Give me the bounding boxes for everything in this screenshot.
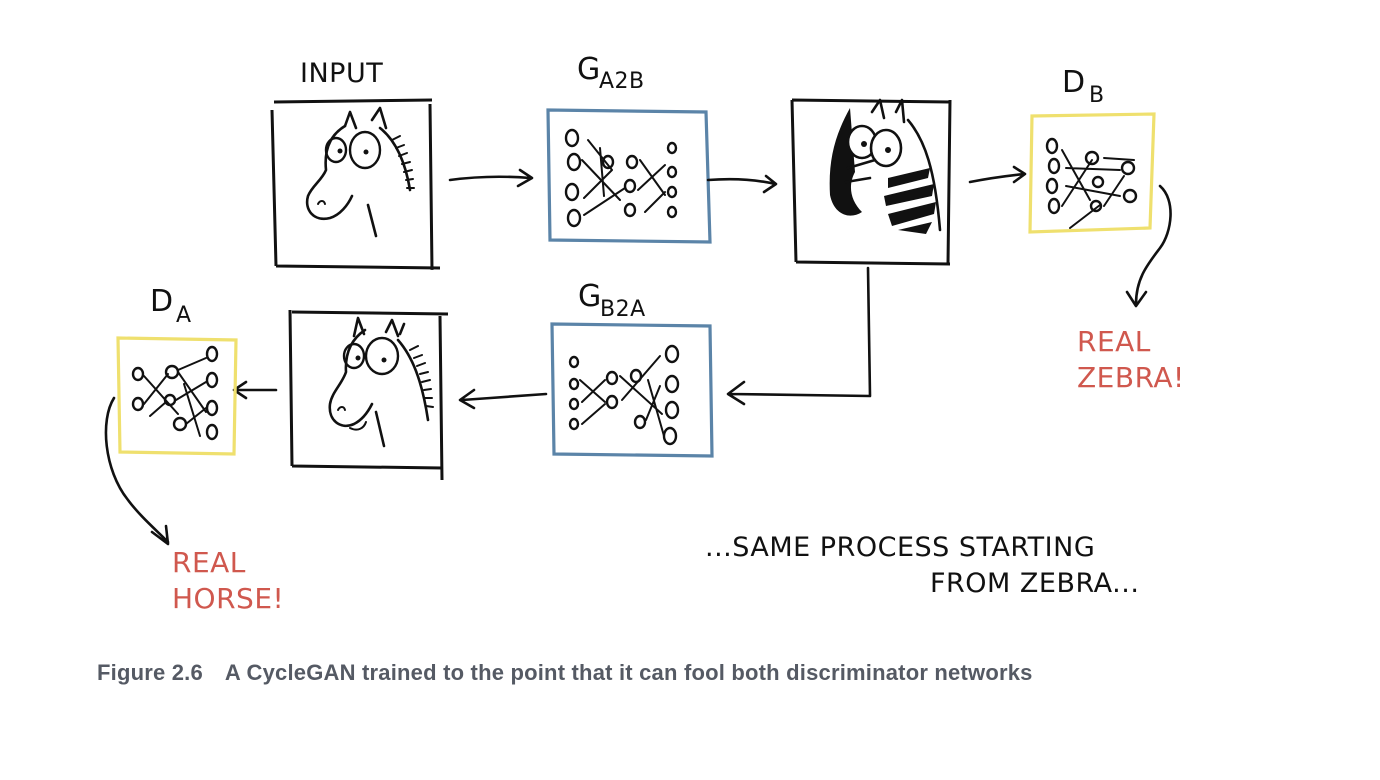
neural-network-icon [1045,137,1138,229]
svg-text:G: G [577,52,601,87]
svg-text:A2B: A2B [599,69,645,94]
svg-text:REAL: REAL [172,546,246,579]
svg-text:B: B [1089,83,1105,108]
arrow-zebra-to-db [968,165,1027,184]
svg-text:HORSE!: HORSE! [172,582,284,615]
real-zebra-verdict: REAL ZEBRA! [1077,325,1185,394]
discriminator-b-box [1028,112,1156,234]
arrow-db-to-verdict [1125,184,1172,308]
svg-text:B2A: B2A [600,297,646,322]
ga2b-label: G A2B [577,52,645,94]
generator-b2a-box [550,322,714,458]
db-label: D B [1062,65,1105,108]
svg-text:D: D [150,284,174,319]
svg-text:G: G [578,279,602,314]
svg-text:D: D [1062,65,1086,100]
neural-network-icon [568,344,680,446]
neural-network-icon [564,128,678,228]
real-horse-verdict: REAL HORSE! [172,546,284,615]
svg-text:REAL: REAL [1077,325,1151,358]
generated-image-box [790,98,952,266]
svg-text:FROM ZEBRA...: FROM ZEBRA... [930,568,1139,599]
arrow-gb2a-to-reconstructed [458,388,548,410]
figure-number: Figure 2.6 [97,660,203,685]
da-label: D A [150,284,192,328]
horse-drawing-icon [328,316,434,448]
svg-text:ZEBRA!: ZEBRA! [1077,361,1185,394]
figure-caption: Figure 2.6 A CycleGAN trained to the poin… [97,660,1033,686]
arrow-da-to-verdict [104,396,170,546]
svg-text:A: A [176,303,192,328]
input-image-box [270,98,441,271]
arrow-ga2b-to-zebra [706,174,778,194]
arrow-input-to-ga2b [448,168,534,188]
neural-network-icon [131,345,219,441]
generator-a2b-box [546,108,712,244]
same-process-note: ...SAME PROCESS STARTING FROM ZEBRA... [705,532,1139,599]
arrow-reconstructed-to-da [232,380,278,400]
horse-drawing-icon [305,106,415,238]
reconstructed-image-box [288,309,449,481]
input-label: INPUT [300,58,383,89]
svg-text:...SAME PROCESS STARTING: ...SAME PROCESS STARTING [705,532,1095,563]
gb2a-label: G B2A [578,279,646,322]
arrow-zebra-to-gb2a [726,266,872,406]
figure-caption-text: A CycleGAN trained to the point that it … [224,660,1033,685]
zebra-drawing-icon [829,98,942,234]
discriminator-a-box [116,336,238,456]
